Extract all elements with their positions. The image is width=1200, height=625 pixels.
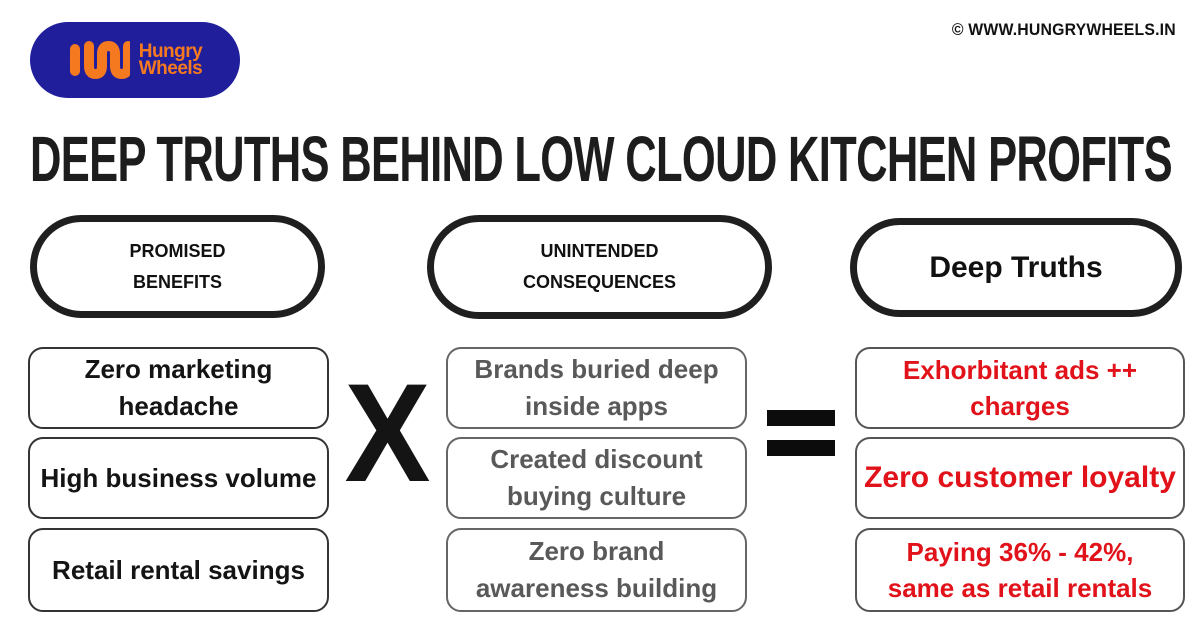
- column-header-promised-benefits: PROMISED BENEFITS: [30, 215, 325, 318]
- header-line: UNINTENDED: [540, 241, 659, 261]
- deep-truth-item-3: Paying 36% - 42%, same as retail rentals: [855, 528, 1185, 612]
- promised-benefit-item-2: High business volume: [28, 437, 329, 519]
- logo-wordmark: Hungry Wheels: [138, 41, 203, 79]
- logo-wordmark-line2: Wheels: [138, 58, 203, 79]
- equals-bar-top: [767, 410, 835, 426]
- header-line: BENEFITS: [132, 271, 222, 292]
- deep-truth-item-2: Zero customer loyalty: [855, 437, 1185, 519]
- deep-truth-item-1: Exhorbitant ads ++ charges: [855, 347, 1185, 429]
- multiply-operator: X: [344, 354, 431, 511]
- header-line: CONSEQUENCES: [522, 272, 677, 292]
- header-line: Deep Truths: [929, 250, 1103, 284]
- hungrywheels-monogram-icon: [69, 40, 130, 80]
- equals-operator: [747, 347, 855, 519]
- header-line: PROMISED: [129, 240, 226, 261]
- unintended-consequence-item-1: Brands buried deep inside apps: [446, 347, 747, 429]
- unintended-consequence-item-3: Zero brand awareness building: [446, 528, 747, 612]
- copyright-text: © WWW.HUNGRYWHEELS.IN: [952, 20, 1176, 39]
- column-header-deep-truths: Deep Truths: [850, 218, 1182, 317]
- page-title: DEEP TRUTHS BEHIND LOW CLOUD KITCHEN PRO…: [30, 123, 1173, 195]
- equals-bar-bottom: [767, 440, 835, 456]
- column-header-unintended-consequences: UNINTENDED CONSEQUENCES: [427, 215, 772, 319]
- promised-benefit-item-3: Retail rental savings: [28, 528, 329, 612]
- logo-wordmark-line1: Hungry: [138, 41, 203, 62]
- hungrywheels-logo: Hungry Wheels: [30, 22, 240, 98]
- unintended-consequence-item-2: Created discount buying culture: [446, 437, 747, 519]
- promised-benefit-item-1: Zero marketing headache: [28, 347, 329, 429]
